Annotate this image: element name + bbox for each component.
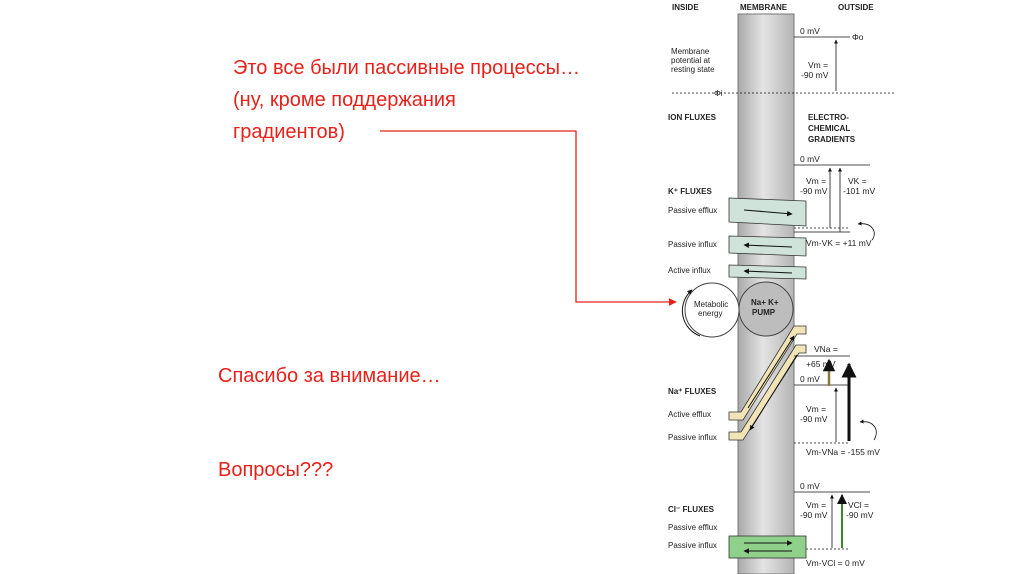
- k-diff-curve: [857, 221, 875, 241]
- vm-vcl-label: Vm-VCl = 0 mV: [806, 558, 865, 568]
- vna-value: +65 mV: [806, 359, 836, 369]
- k-influx-arrow: [743, 242, 793, 248]
- na-minus90: -90 mV: [800, 414, 828, 424]
- zero-mv-k: 0 mV: [800, 154, 820, 164]
- na-active-efflux-label: Active efflux: [668, 410, 711, 419]
- metabolic-cycle-arrow: [681, 289, 701, 337]
- k-minus90: -90 mV: [800, 186, 828, 196]
- cl-vm-label: Vm =: [806, 500, 826, 510]
- k-active-arrow: [743, 268, 793, 274]
- passive-note-line-1: Это все были пассивные процессы…: [233, 57, 580, 79]
- membrane-potential-line-3: resting state: [671, 65, 715, 74]
- pump-label-2: PUMP: [752, 308, 776, 317]
- cl-passive-influx-label: Passive influx: [668, 541, 717, 550]
- na-diff-curve: [859, 419, 877, 441]
- na-efflux-arrow: [747, 335, 795, 409]
- membrane-potential-line-1: Membrane: [671, 47, 710, 56]
- electro-label-3: GRADIENTS: [808, 135, 856, 144]
- zero-mv-na: 0 mV: [800, 374, 820, 384]
- na-fluxes-label: Na⁺ FLUXES: [668, 387, 717, 396]
- k-passive-efflux-label: Passive efflux: [668, 206, 717, 215]
- na-passive-influx-channel: [728, 344, 807, 441]
- k-vm-label: Vm =: [806, 176, 826, 186]
- phi-i-label: Φi: [714, 88, 723, 98]
- cl-channel: [728, 535, 807, 559]
- passive-note-line-3: градиентов): [233, 121, 345, 143]
- cl-fluxes-label: Cl⁻ FLUXES: [668, 505, 715, 514]
- metabolic-label-1: Metabolic: [694, 300, 728, 309]
- vk-value: -101 mV: [843, 186, 875, 196]
- ion-fluxes-label: ION FLUXES: [668, 113, 717, 122]
- na-influx-arrow: [749, 354, 798, 431]
- k-efflux-arrow: [743, 209, 793, 217]
- vcl-value: -90 mV: [846, 510, 874, 520]
- zero-mv-cl: 0 mV: [800, 481, 820, 491]
- metabolic-label-2: energy: [698, 309, 722, 318]
- minus90-top: -90 mV: [801, 70, 829, 80]
- questions-text: Вопросы???: [218, 459, 334, 481]
- vcl-label: VCl =: [848, 500, 869, 510]
- na-k-pump: [738, 281, 794, 337]
- cl-passive-efflux-label: Passive efflux: [668, 523, 717, 532]
- na-vm-label: Vm =: [806, 404, 826, 414]
- zero-mv-top: 0 mV: [800, 26, 820, 36]
- inside-label: INSIDE: [672, 3, 699, 12]
- electro-label-2: CHEMICAL: [808, 124, 850, 133]
- k-active-influx-label: Active influx: [668, 266, 711, 275]
- na-active-efflux-channel: [728, 325, 807, 421]
- vm-vk-label: Vm-VK = +11 mV: [806, 238, 872, 248]
- membrane-label: MEMBRANE: [740, 3, 788, 12]
- thanks-text: Спасибо за внимание…: [218, 365, 441, 387]
- connector-arrow: [380, 130, 677, 306]
- membrane-potential-line-2: potential at: [671, 56, 711, 65]
- phi-o-label: Φo: [852, 32, 864, 42]
- k-fluxes-label: K⁺ FLUXES: [668, 187, 712, 196]
- na-passive-influx-label: Passive influx: [668, 433, 717, 442]
- vm-vna-label: Vm-VNa = -155 mV: [806, 447, 880, 457]
- k-passive-influx-label: Passive influx: [668, 240, 717, 249]
- outside-label: OUTSIDE: [838, 3, 874, 12]
- vna-label: VNa =: [814, 344, 838, 354]
- vk-label: VK =: [848, 176, 867, 186]
- pump-label-1: Na+ K+: [751, 298, 779, 307]
- cl-minus90: -90 mV: [800, 510, 828, 520]
- electro-label-1: ELECTRO-: [808, 113, 849, 122]
- vm-label-top: Vm =: [808, 60, 828, 70]
- passive-note-line-2: (ну, кроме поддержания: [233, 89, 456, 111]
